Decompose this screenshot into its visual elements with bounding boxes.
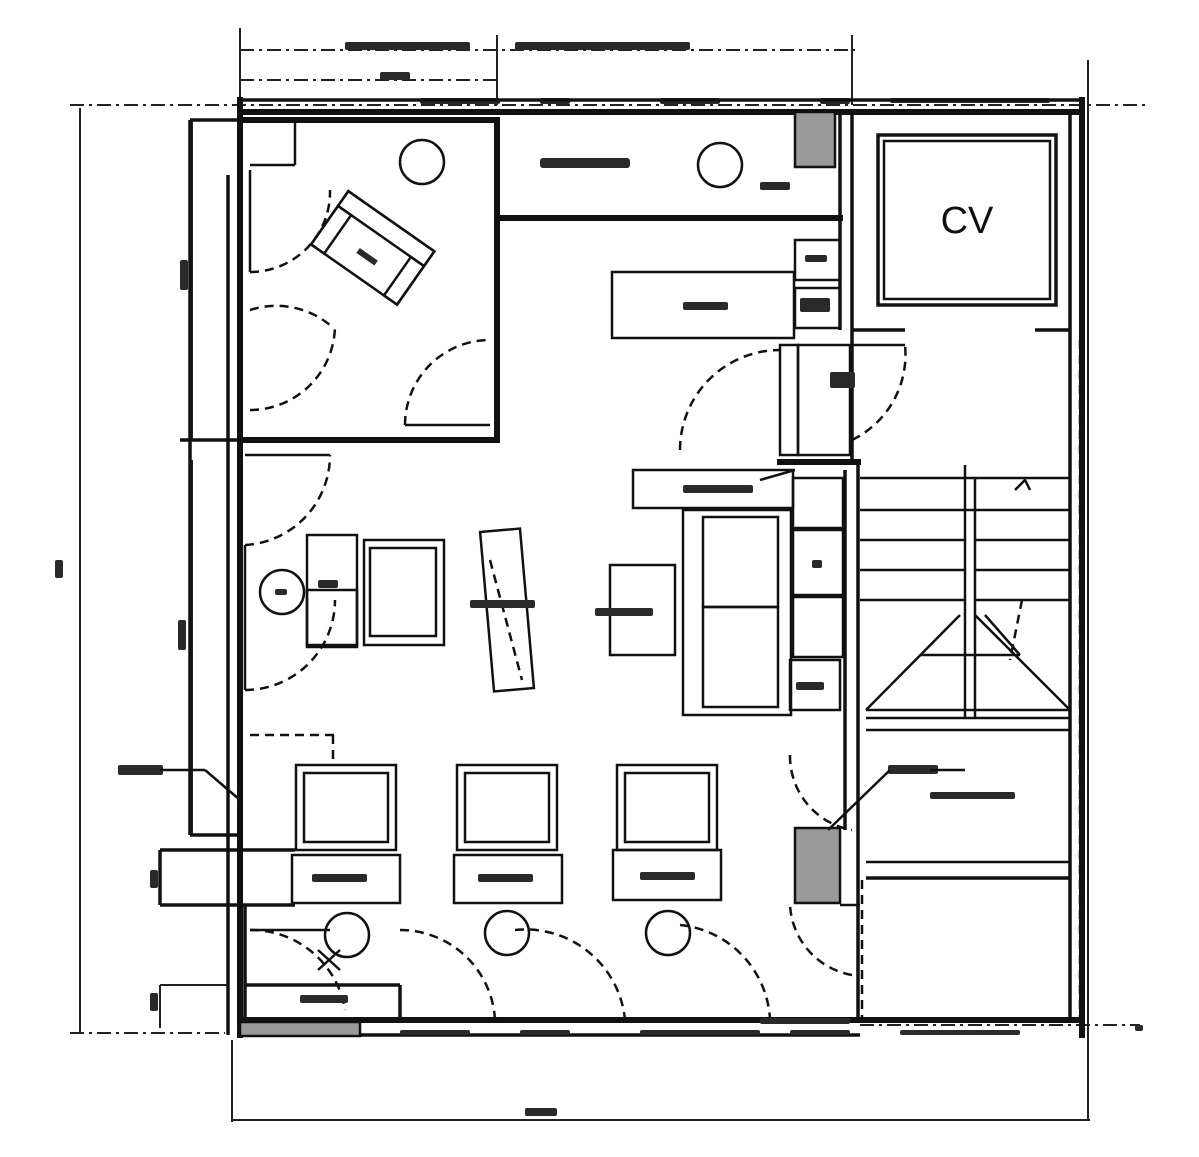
- closet: [678, 343, 907, 465]
- stairwell: [856, 465, 1071, 1020]
- cv-room: CV: [852, 133, 1070, 332]
- reception-counter: [631, 468, 847, 830]
- storage-area: [494, 112, 854, 465]
- exam-stations: [249, 763, 772, 1021]
- storage-circle: [696, 141, 744, 189]
- print-counter: [610, 238, 842, 340]
- hatched-wall: [238, 110, 842, 1038]
- lower-left-wing: [118, 733, 402, 1020]
- plant-circle: [258, 568, 306, 616]
- dimension-lines: [70, 28, 1145, 1122]
- cv-label: CV: [941, 200, 994, 242]
- waiting-area: [237, 447, 677, 838]
- window-marks: [400, 1018, 1020, 1035]
- vp-chair-circle: [398, 138, 446, 186]
- lower-right-rooms: [788, 340, 1082, 1020]
- vp-office: [180, 117, 500, 443]
- vp-desk: [309, 189, 437, 307]
